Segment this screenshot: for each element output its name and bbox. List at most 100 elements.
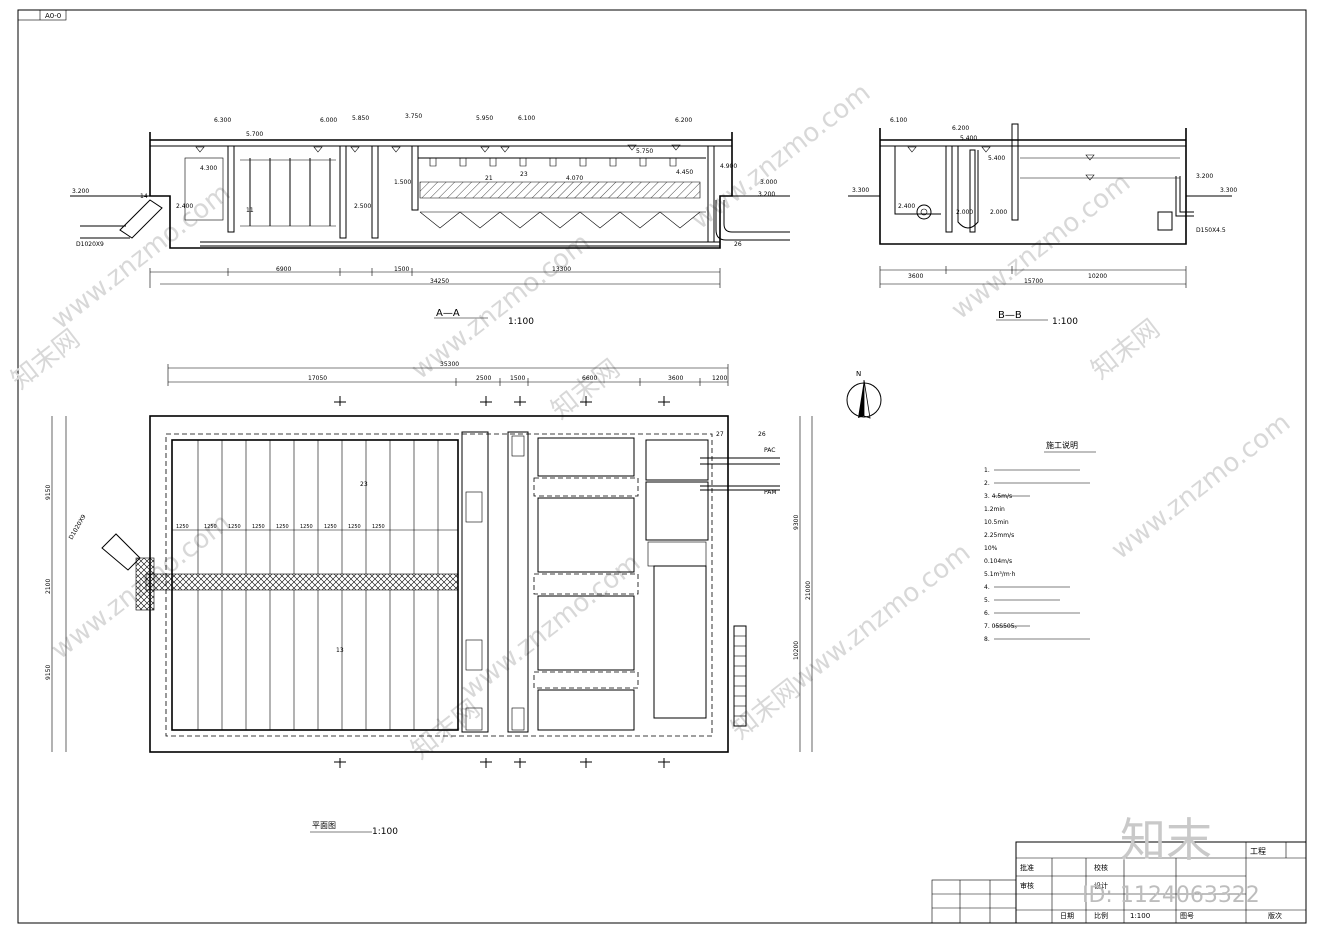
svg-text:8.: 8. (984, 636, 990, 643)
svg-text:3600: 3600 (908, 273, 923, 280)
svg-text:D150X4.5: D150X4.5 (1196, 227, 1226, 234)
svg-text:5.1m³/m·h: 5.1m³/m·h (984, 571, 1016, 578)
svg-text:1.2min: 1.2min (984, 506, 1005, 513)
svg-text:13300: 13300 (552, 266, 571, 273)
svg-text:2.400: 2.400 (898, 203, 915, 210)
svg-text:26: 26 (734, 241, 742, 248)
svg-text:10.5min: 10.5min (984, 519, 1009, 526)
svg-text:www.znzmo.com: www.znzmo.com (1106, 408, 1296, 566)
svg-text:N: N (856, 370, 861, 378)
svg-text:1.500: 1.500 (394, 179, 411, 186)
svg-text:6.: 6. (984, 610, 990, 617)
svg-text:知末网: 知末网 (726, 674, 806, 746)
svg-text:6600: 6600 (582, 375, 597, 382)
svg-text:3600: 3600 (668, 375, 683, 382)
plan-scale: 1:100 (372, 827, 398, 837)
svg-text:设计: 设计 (1094, 881, 1108, 890)
svg-text:6.300: 6.300 (214, 117, 231, 124)
sheet-tag-box (17, 9, 67, 21)
svg-text:工程: 工程 (1250, 847, 1266, 856)
svg-text:0.104m/s: 0.104m/s (984, 558, 1012, 565)
svg-text:2.: 2. (984, 480, 990, 487)
svg-text:1200: 1200 (712, 375, 727, 382)
svg-text:4.900: 4.900 (720, 163, 737, 170)
svg-text:6900: 6900 (276, 266, 291, 273)
svg-text:1250: 1250 (228, 524, 241, 530)
svg-text:5.950: 5.950 (476, 115, 493, 122)
svg-text:2.000: 2.000 (990, 209, 1007, 216)
svg-text:3.750: 3.750 (405, 113, 422, 120)
svg-text:校核: 校核 (1094, 863, 1108, 872)
svg-text:6.200: 6.200 (675, 117, 692, 124)
svg-text:3.300: 3.300 (852, 187, 869, 194)
svg-text:www.znzmo.com: www.znzmo.com (786, 538, 976, 696)
svg-text:1250: 1250 (324, 524, 337, 530)
svg-text:1250: 1250 (176, 524, 189, 530)
plan-title: 平面图 (312, 821, 336, 830)
svg-text:35300: 35300 (440, 361, 459, 368)
svg-text:6.000: 6.000 (320, 117, 337, 124)
svg-text:9150: 9150 (45, 485, 52, 500)
svg-text:5.700: 5.700 (246, 131, 263, 138)
watermark-layer: 知末网 www.znzmo.com www.znzmo.com 知末网 www.… (6, 78, 1296, 766)
svg-text:3.300: 3.300 (1220, 187, 1237, 194)
svg-text:23: 23 (360, 481, 368, 488)
brand-watermark: 知末 ID: 1124063322 (1082, 813, 1260, 908)
svg-text:4.450: 4.450 (676, 169, 693, 176)
svg-text:2100: 2100 (45, 579, 52, 594)
svg-text:1250: 1250 (300, 524, 313, 530)
svg-text:6.100: 6.100 (890, 117, 907, 124)
svg-text:3.200: 3.200 (1196, 173, 1213, 180)
svg-text:1500: 1500 (510, 375, 525, 382)
svg-text:23: 23 (520, 171, 528, 178)
svg-text:D1020X9: D1020X9 (68, 513, 88, 541)
svg-text:2.25mm/s: 2.25mm/s (984, 532, 1014, 539)
svg-text:知末网: 知末网 (1086, 314, 1166, 386)
title-block: 批准 审核 校核 设计 比例 日期 1:100 图号 版次 工程 (931, 841, 1307, 924)
svg-text:27: 27 (716, 431, 724, 438)
svg-text:1250: 1250 (204, 524, 217, 530)
construction-notes: 施工说明 1. 2. 3. 4.5m/s 1.2min 10.5min 2.25… (984, 440, 1096, 643)
svg-text:1500: 1500 (394, 266, 409, 273)
svg-text:10200: 10200 (793, 641, 800, 660)
section-bb: 6.100 6.200 5.400 5.400 3.300 2.400 2.00… (848, 117, 1237, 327)
svg-text:1250: 1250 (252, 524, 265, 530)
svg-text:图号: 图号 (1180, 912, 1194, 920)
svg-text:5.400: 5.400 (960, 135, 977, 142)
svg-text:知末: 知末 (1120, 813, 1212, 867)
svg-text:13: 13 (336, 647, 344, 654)
svg-text:知末网: 知末网 (546, 354, 626, 426)
svg-text:5.400: 5.400 (988, 155, 1005, 162)
svg-text:批准: 批准 (1020, 863, 1034, 872)
svg-text:4.070: 4.070 (566, 175, 583, 182)
north-arrow-icon: N (846, 370, 882, 419)
sheet-border (17, 9, 1307, 924)
section-bb-scale: 1:100 (1052, 317, 1078, 327)
svg-text:日期: 日期 (1060, 912, 1074, 920)
svg-text:10200: 10200 (1088, 273, 1107, 280)
svg-text:5.750: 5.750 (636, 148, 653, 155)
svg-text:6.100: 6.100 (518, 115, 535, 122)
svg-text:比例: 比例 (1094, 911, 1108, 920)
svg-text:9150: 9150 (45, 665, 52, 680)
svg-text:1250: 1250 (372, 524, 385, 530)
svg-text:4.300: 4.300 (200, 165, 217, 172)
svg-text:2.400: 2.400 (176, 203, 193, 210)
svg-text:1.: 1. (984, 467, 990, 474)
svg-text:PAM: PAM (764, 489, 777, 496)
svg-text:3.200: 3.200 (72, 188, 89, 195)
svg-text:26: 26 (758, 431, 766, 438)
section-aa: 6.300 5.700 6.000 5.850 3.750 5.950 6.10… (70, 113, 790, 327)
svg-text:1250: 1250 (276, 524, 289, 530)
svg-text:5.850: 5.850 (352, 115, 369, 122)
svg-text:6.200: 6.200 (952, 125, 969, 132)
svg-text:2.000: 2.000 (956, 209, 973, 216)
svg-text:2.500: 2.500 (354, 203, 371, 210)
svg-text:21000: 21000 (805, 581, 812, 600)
svg-text:9300: 9300 (793, 515, 800, 530)
svg-text:17050: 17050 (308, 375, 327, 382)
section-bb-title: B—B (998, 310, 1022, 321)
svg-text:2500: 2500 (476, 375, 491, 382)
svg-text:www.znzmo.com: www.znzmo.com (46, 178, 236, 336)
